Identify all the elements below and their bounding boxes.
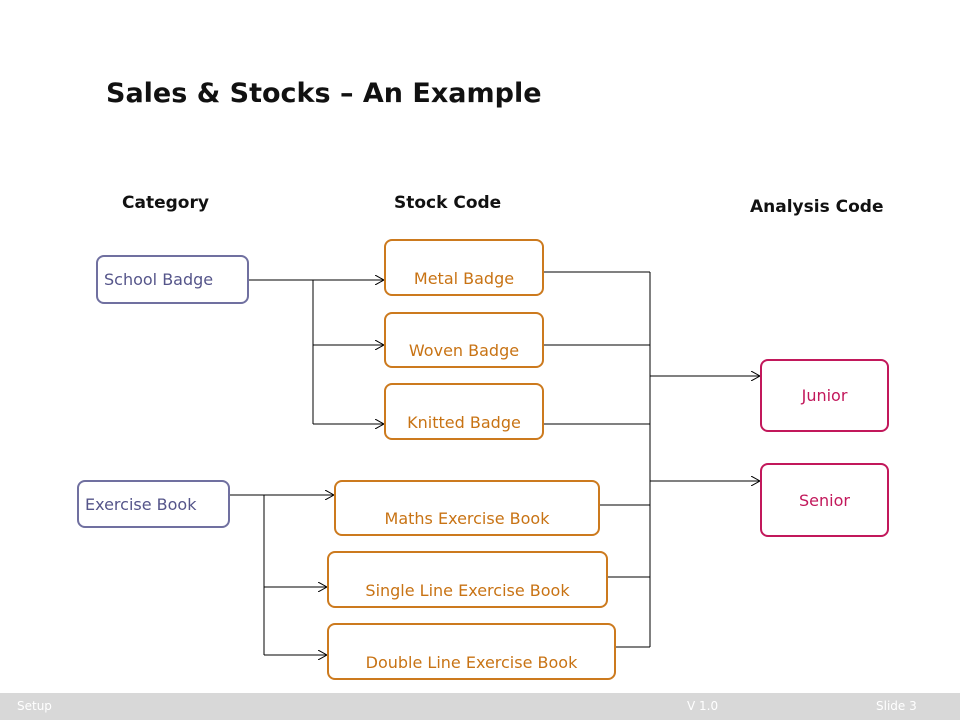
header-category: Category (122, 193, 209, 213)
footer-left-text: Setup (17, 699, 52, 713)
category-box-exercise-book: Exercise Book (77, 480, 230, 528)
stock-box-single-line-exercise-book: Single Line Exercise Book (327, 551, 608, 608)
stock-label: Metal Badge (413, 269, 515, 288)
stock-label: Woven Badge (408, 341, 520, 360)
stock-label: Double Line Exercise Book (365, 653, 578, 672)
stock-box-maths-exercise-book: Maths Exercise Book (334, 480, 600, 536)
connector-lines (230, 271, 960, 693)
analysis-label: Junior (801, 386, 848, 405)
stock-box-metal-badge: Metal Badge (384, 239, 544, 296)
stock-box-knitted-badge: Knitted Badge (384, 383, 544, 440)
analysis-box-junior: Junior (760, 359, 889, 432)
category-label: School Badge (104, 270, 214, 289)
stock-box-woven-badge: Woven Badge (384, 312, 544, 368)
footer-slide-number: Slide 3 (876, 699, 917, 713)
analysis-box-senior: Senior (760, 463, 889, 537)
footer-version: V 1.0 (687, 699, 719, 713)
stock-label: Single Line Exercise Book (365, 581, 570, 600)
footer-bar: Setup V 1.0 Slide 3 (0, 693, 960, 720)
analysis-label: Senior (799, 490, 850, 510)
stock-label: Knitted Badge (407, 413, 521, 432)
category-label: Exercise Book (85, 494, 197, 514)
slide-title: Sales & Stocks – An Example (106, 78, 542, 109)
category-box-school-badge: School Badge (96, 255, 249, 304)
stock-label: Maths Exercise Book (384, 509, 550, 528)
header-analysis-code: Analysis Code (750, 197, 884, 217)
stock-box-double-line-exercise-book: Double Line Exercise Book (327, 623, 616, 680)
header-stock-code: Stock Code (394, 193, 502, 213)
